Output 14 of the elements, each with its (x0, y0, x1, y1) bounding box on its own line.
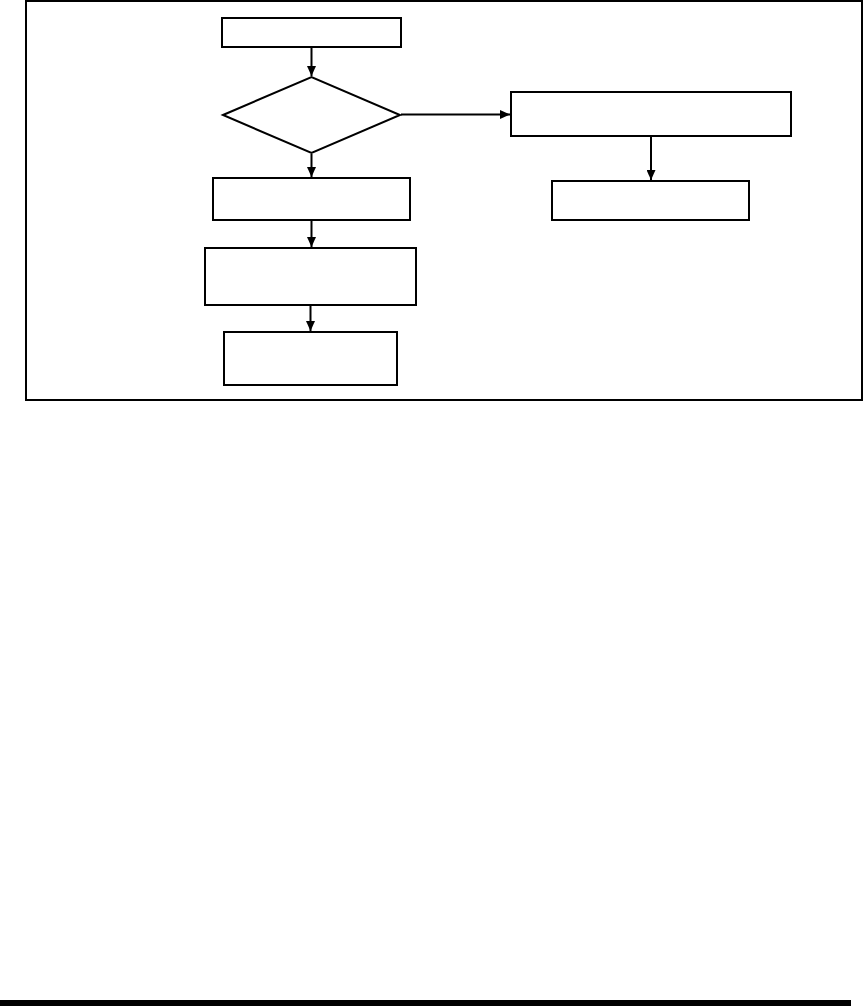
arrow (400, 110, 511, 119)
process-box (221, 17, 402, 48)
decision-diamond (222, 76, 401, 154)
arrow (307, 220, 316, 248)
arrow (307, 153, 316, 178)
process-box (510, 91, 792, 137)
process-box (551, 180, 750, 221)
arrow (646, 136, 656, 181)
process-box (212, 177, 411, 221)
frame-box (25, 0, 863, 401)
arrow (306, 305, 315, 332)
arrow (307, 47, 316, 77)
process-box (223, 331, 398, 386)
process-box (204, 247, 417, 306)
